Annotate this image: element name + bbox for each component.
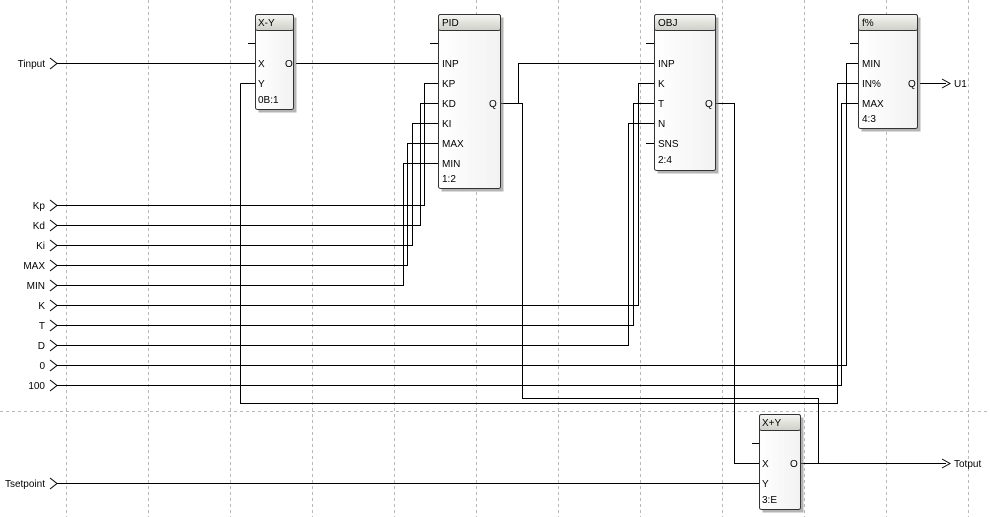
totput-arrow <box>941 458 952 469</box>
block-fpercent[interactable]: f% MIN IN% MAX Q 4:3 <box>850 14 921 132</box>
pin-t-label: T <box>658 99 664 110</box>
pin-k-label: K <box>658 79 665 90</box>
input-max-label: MAX <box>23 261 45 272</box>
input-zero-label: 0 <box>39 361 45 372</box>
block-obj-title: OBJ <box>658 18 677 29</box>
input-min-label: MIN <box>27 281 45 292</box>
block-obj[interactable]: OBJ INP K T N SNS Q 2:4 <box>646 14 719 174</box>
connection-wires <box>57 63 946 484</box>
pin-o-label: O <box>285 59 293 70</box>
block-add-title: X+Y <box>762 418 782 429</box>
block-pid[interactable]: PID INP KP KD KI MAX MIN Q 1:2 <box>430 14 504 192</box>
pin-ki-label: KI <box>442 119 451 130</box>
input-tinput-label: Tinput <box>18 59 46 70</box>
pin-max-label: MAX <box>862 99 884 110</box>
pin-inpercent-label: IN% <box>862 79 881 90</box>
input-hundred-label: 100 <box>28 381 45 392</box>
block-fpercent-title: f% <box>862 18 874 29</box>
pin-o-label: O <box>790 459 798 470</box>
block-pid-id: 1:2 <box>442 174 456 185</box>
block-obj-id: 2:4 <box>658 155 672 166</box>
input-tsetpoint-label: Tsetpoint <box>5 479 45 490</box>
pin-kd-label: KD <box>442 99 456 110</box>
pin-inp-label: INP <box>442 59 459 70</box>
block-subtract[interactable]: X-Y X Y O 0B:1 <box>248 14 297 113</box>
input-terminals <box>49 57 58 490</box>
block-pid-title: PID <box>442 18 459 29</box>
block-subtract-id: 0B:1 <box>258 95 279 106</box>
pin-q-label: Q <box>489 99 497 110</box>
input-k-label: K <box>38 301 45 312</box>
pin-x-label: X <box>762 459 769 470</box>
block-subtract-title: X-Y <box>258 18 275 29</box>
pin-sns-label: SNS <box>658 139 679 150</box>
pin-min-label: MIN <box>442 159 460 170</box>
output-arrows <box>941 78 952 469</box>
u1-arrow <box>941 78 952 89</box>
input-ki-label: Ki <box>36 241 45 252</box>
pin-y-label: Y <box>762 479 769 490</box>
pin-q-label: Q <box>705 99 713 110</box>
input-d-label: D <box>38 341 45 352</box>
pin-inp-label: INP <box>658 59 675 70</box>
pin-kp-label: KP <box>442 79 456 90</box>
input-kd-label: Kd <box>33 221 45 232</box>
input-t-label: T <box>39 321 45 332</box>
block-add[interactable]: X+Y X Y O 3:E <box>752 414 804 513</box>
pin-q-label: Q <box>908 79 916 90</box>
block-fpercent-id: 4:3 <box>862 114 876 125</box>
pin-max-label: MAX <box>442 139 464 150</box>
pin-y-label: Y <box>258 79 265 90</box>
output-totput-label: Totput <box>954 459 981 470</box>
input-kp-label: Kp <box>33 201 46 212</box>
pin-x-label: X <box>258 59 265 70</box>
pin-min-label: MIN <box>862 59 880 70</box>
block-add-id: 3:E <box>762 495 777 506</box>
output-u1-label: U1 <box>954 79 967 90</box>
pin-n-label: N <box>658 119 665 130</box>
